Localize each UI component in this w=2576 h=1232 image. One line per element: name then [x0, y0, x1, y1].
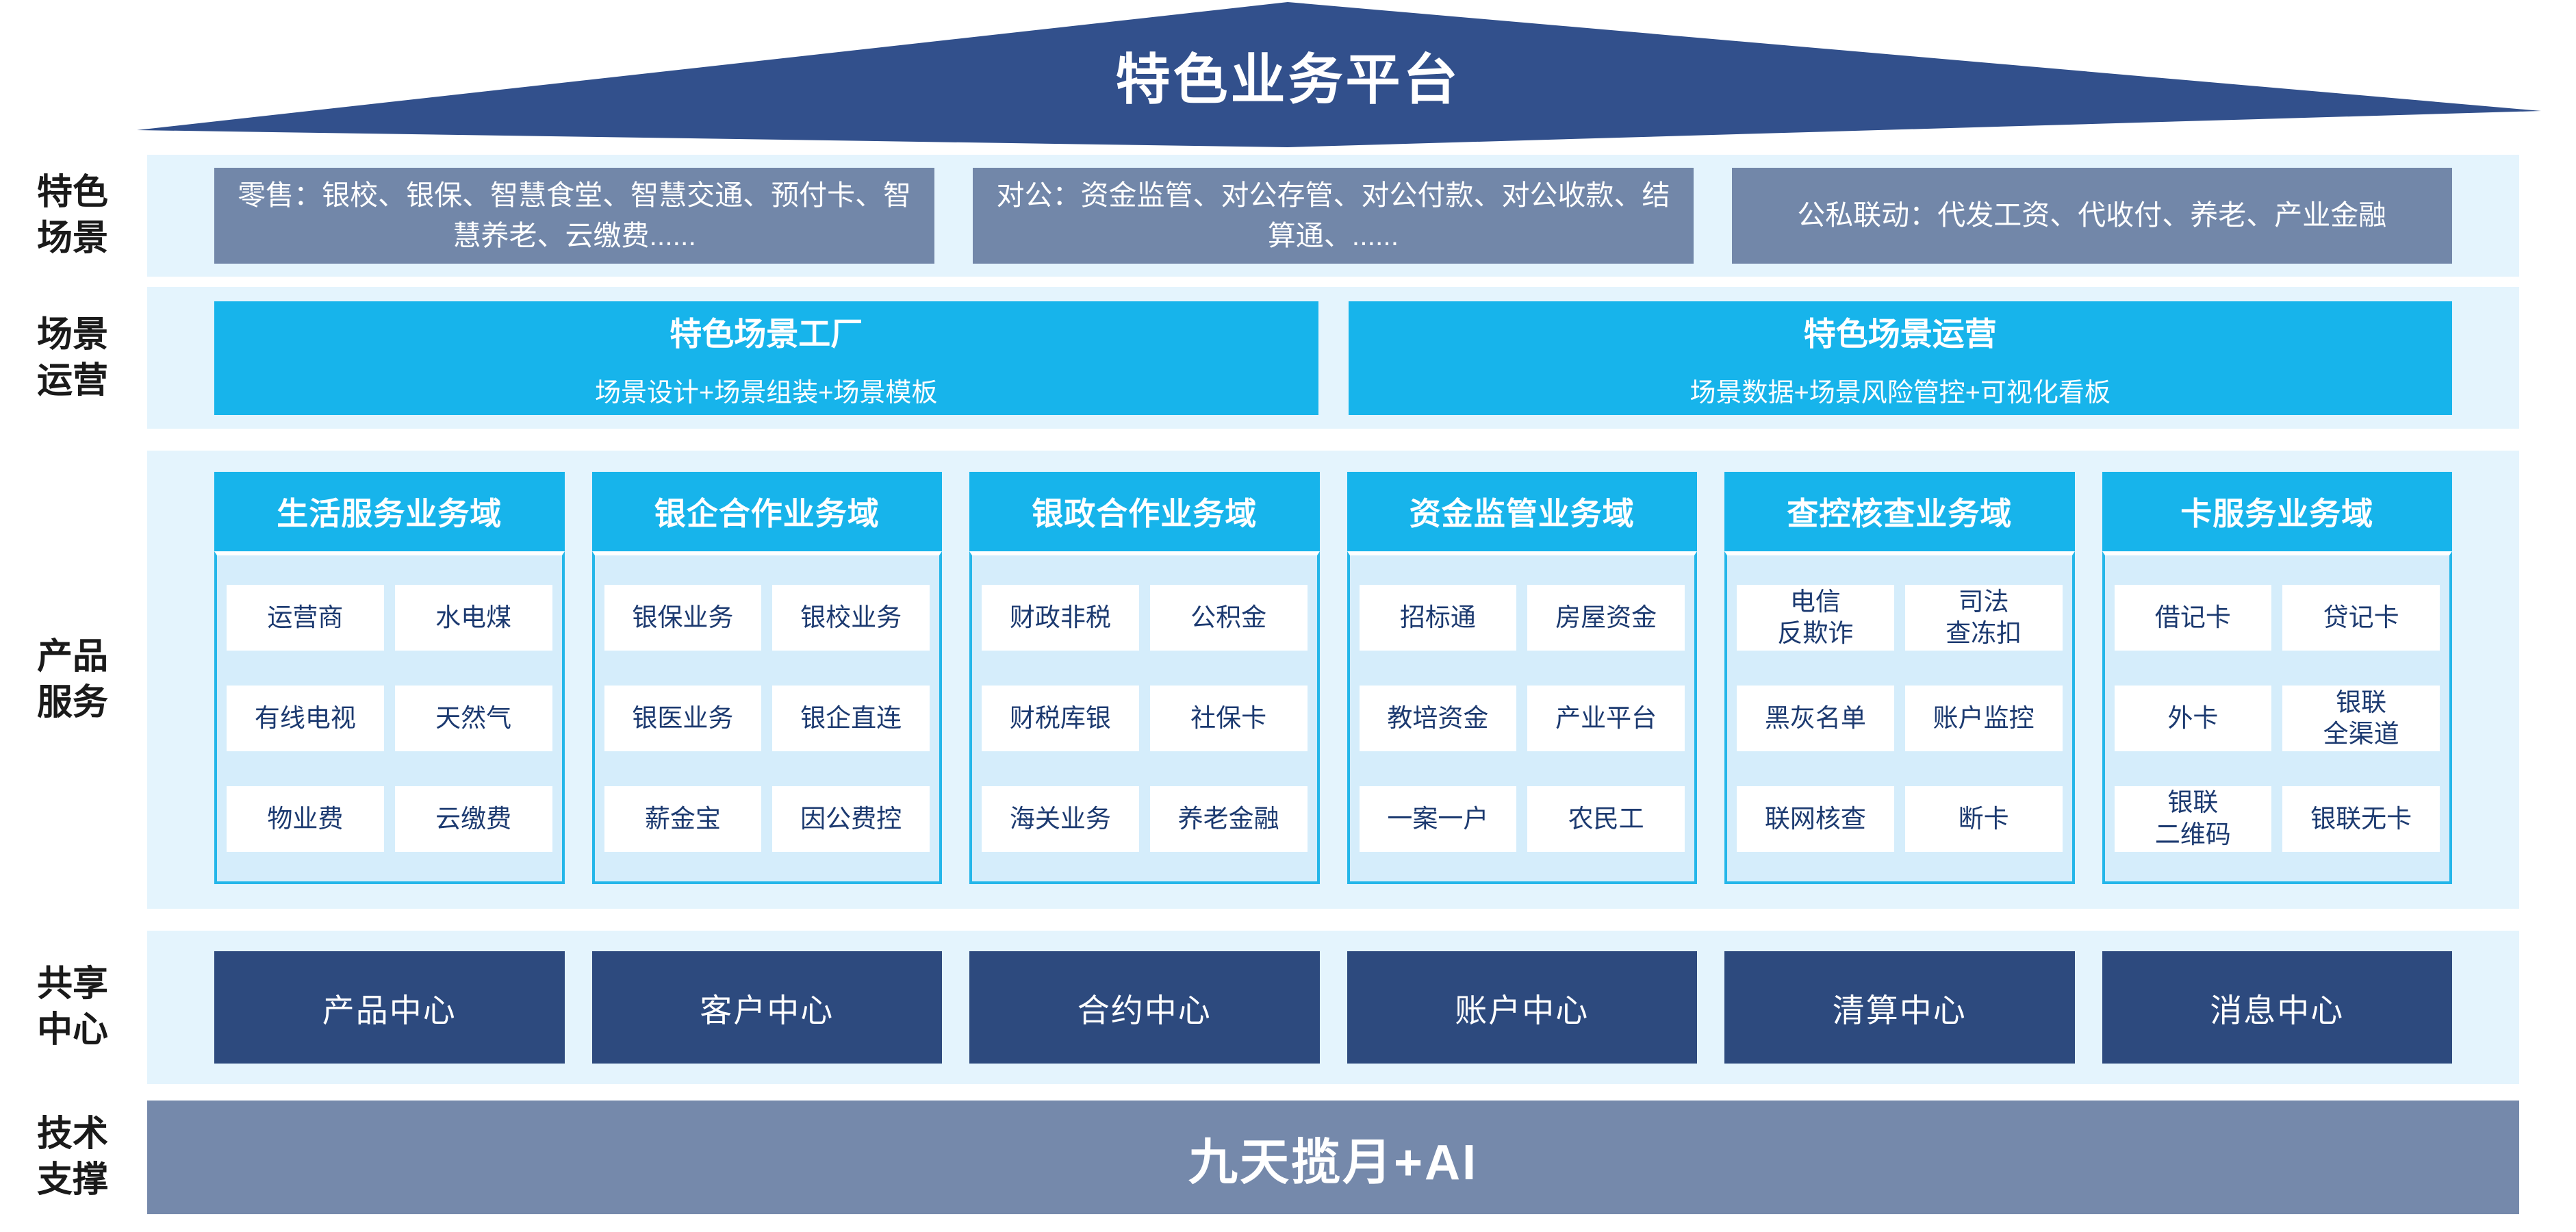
domain-fund-supervision: 资金监管业务域 招标通 房屋资金 教培资金 产业平台 一案一户 农民工 — [1347, 472, 1697, 884]
domain-body: 借记卡 贷记卡 外卡 银联 全渠道 银联 二维码 银联无卡 — [2102, 551, 2452, 884]
domain-bank-government: 银政合作业务域 财政非税 公积金 财税库银 社保卡 海关业务 养老金融 — [969, 472, 1320, 884]
product-cell: 产业平台 — [1527, 685, 1685, 751]
product-cell: 断卡 — [1904, 785, 2063, 852]
product-cell: 黑灰名单 — [1737, 685, 1894, 751]
product-cell: 房屋资金 — [1527, 585, 1685, 651]
product-cell: 财政非税 — [982, 585, 1139, 651]
operation-box-factory: 特色场景工厂 场景设计+场景组装+场景模板 — [214, 301, 1318, 415]
scene-band: 零售：银校、银保、智慧食堂、智慧交通、预付卡、智慧养老、云缴费...... 对公… — [147, 155, 2519, 277]
center-box-clearing: 清算中心 — [1724, 951, 2075, 1064]
product-cell: 外卡 — [2114, 685, 2272, 751]
domain-header: 卡服务业务域 — [2102, 472, 2452, 551]
domain-header: 查控核查业务域 — [1724, 472, 2075, 551]
side-label-scene: 特色 场景 — [0, 155, 145, 277]
operation-box-operation: 特色场景运营 场景数据+场景风险管控+可视化看板 — [1348, 301, 2452, 415]
product-cell: 借记卡 — [2114, 585, 2272, 651]
product-cell: 银保业务 — [604, 585, 762, 651]
product-cell: 银联 二维码 — [2114, 785, 2272, 852]
roof-shape — [137, 2, 2541, 147]
product-cell: 运营商 — [227, 585, 384, 651]
product-cell: 电信 反欺诈 — [1737, 585, 1894, 651]
tech-support-bar: 九天揽月+AI — [147, 1101, 2519, 1214]
product-band: 生活服务业务域 运营商 水电煤 有线电视 天然气 物业费 云缴费 银企合作业务域… — [147, 451, 2519, 909]
operation-box-subtitle: 场景数据+场景风险管控+可视化看板 — [1689, 378, 2110, 407]
center-box-product: 产品中心 — [214, 951, 565, 1064]
domain-life-services: 生活服务业务域 运营商 水电煤 有线电视 天然气 物业费 云缴费 — [214, 472, 565, 884]
domain-body: 招标通 房屋资金 教培资金 产业平台 一案一户 农民工 — [1347, 551, 1697, 884]
center-box-contract: 合约中心 — [969, 951, 1320, 1064]
product-cell: 贷记卡 — [2282, 585, 2440, 651]
product-cell: 天然气 — [394, 685, 552, 751]
domain-header: 生活服务业务域 — [214, 472, 565, 551]
side-label-tech: 技术 支撑 — [0, 1101, 145, 1214]
product-cell: 物业费 — [227, 785, 384, 852]
product-cell: 水电煤 — [394, 585, 552, 651]
side-label-line: 场景 — [36, 218, 108, 258]
side-label-line: 服务 — [36, 682, 108, 722]
side-label-line: 特色 — [36, 173, 108, 213]
domain-body: 运营商 水电煤 有线电视 天然气 物业费 云缴费 — [214, 551, 565, 884]
domain-body: 银保业务 银校业务 银医业务 银企直连 薪金宝 因公费控 — [591, 551, 942, 884]
product-cell: 教培资金 — [1359, 685, 1517, 751]
domain-body: 电信 反欺诈 司法 查冻扣 黑灰名单 账户监控 联网核查 断卡 — [1724, 551, 2075, 884]
side-label-line: 中心 — [36, 1010, 108, 1050]
operation-box-title: 特色场景工厂 — [669, 315, 863, 352]
center-box-account: 账户中心 — [1347, 951, 1697, 1064]
product-cell: 有线电视 — [227, 685, 384, 751]
product-cell: 云缴费 — [394, 785, 552, 852]
side-label-operation: 场景 运营 — [0, 287, 145, 429]
product-cell: 银医业务 — [604, 685, 762, 751]
share-band: 产品中心 客户中心 合约中心 账户中心 清算中心 消息中心 — [147, 931, 2519, 1084]
operation-band: 特色场景工厂 场景设计+场景组装+场景模板 特色场景运营 场景数据+场景风险管控… — [147, 287, 2519, 429]
center-box-message: 消息中心 — [2102, 951, 2452, 1064]
product-cell: 银企直连 — [772, 685, 930, 751]
product-cell: 财税库银 — [982, 685, 1139, 751]
domain-bank-enterprise: 银企合作业务域 银保业务 银校业务 银医业务 银企直连 薪金宝 因公费控 — [591, 472, 942, 884]
domain-card-services: 卡服务业务域 借记卡 贷记卡 外卡 银联 全渠道 银联 二维码 银联无卡 — [2102, 472, 2452, 884]
product-cell: 联网核查 — [1737, 785, 1894, 852]
product-cell: 养老金融 — [1149, 785, 1308, 852]
product-cell: 海关业务 — [982, 785, 1139, 852]
product-cell: 公积金 — [1149, 585, 1308, 651]
operation-box-title: 特色场景运营 — [1803, 315, 1997, 352]
product-cell: 农民工 — [1527, 785, 1685, 852]
side-label-line: 产品 — [36, 636, 108, 677]
domain-header: 资金监管业务域 — [1347, 472, 1697, 551]
product-cell: 银联 全渠道 — [2282, 685, 2440, 751]
operation-box-subtitle: 场景设计+场景组装+场景模板 — [595, 378, 938, 407]
side-label-line: 支撑 — [36, 1160, 108, 1200]
scene-box-corporate: 对公：资金监管、对公存管、对公付款、对公收款、结算通、...... — [973, 168, 1694, 264]
product-cell: 银校业务 — [772, 585, 930, 651]
side-label-line: 运营 — [36, 360, 108, 401]
product-cell: 账户监控 — [1904, 685, 2063, 751]
product-cell: 薪金宝 — [604, 785, 762, 852]
product-cell: 一案一户 — [1359, 785, 1517, 852]
domain-header: 银企合作业务域 — [591, 472, 942, 551]
side-label-product: 产品 服务 — [0, 451, 145, 909]
domain-inspection: 查控核查业务域 电信 反欺诈 司法 查冻扣 黑灰名单 账户监控 联网核查 断卡 — [1724, 472, 2075, 884]
product-cell: 社保卡 — [1149, 685, 1308, 751]
side-label-share: 共享 中心 — [0, 931, 145, 1084]
scene-box-linkage: 公私联动：代发工资、代收付、养老、产业金融 — [1731, 168, 2452, 264]
scene-box-retail: 零售：银校、银保、智慧食堂、智慧交通、预付卡、智慧养老、云缴费...... — [214, 168, 935, 264]
domain-header: 银政合作业务域 — [969, 472, 1320, 551]
product-cell: 司法 查冻扣 — [1904, 585, 2063, 651]
side-label-line: 技术 — [36, 1114, 108, 1155]
product-cell: 因公费控 — [772, 785, 930, 852]
center-box-customer: 客户中心 — [591, 951, 942, 1064]
product-cell: 招标通 — [1359, 585, 1517, 651]
domain-body: 财政非税 公积金 财税库银 社保卡 海关业务 养老金融 — [969, 551, 1320, 884]
page-title: 特色业务平台 — [1115, 49, 1461, 110]
product-cell: 银联无卡 — [2282, 785, 2440, 852]
side-label-line: 场景 — [36, 314, 108, 355]
side-label-line: 共享 — [36, 964, 108, 1005]
